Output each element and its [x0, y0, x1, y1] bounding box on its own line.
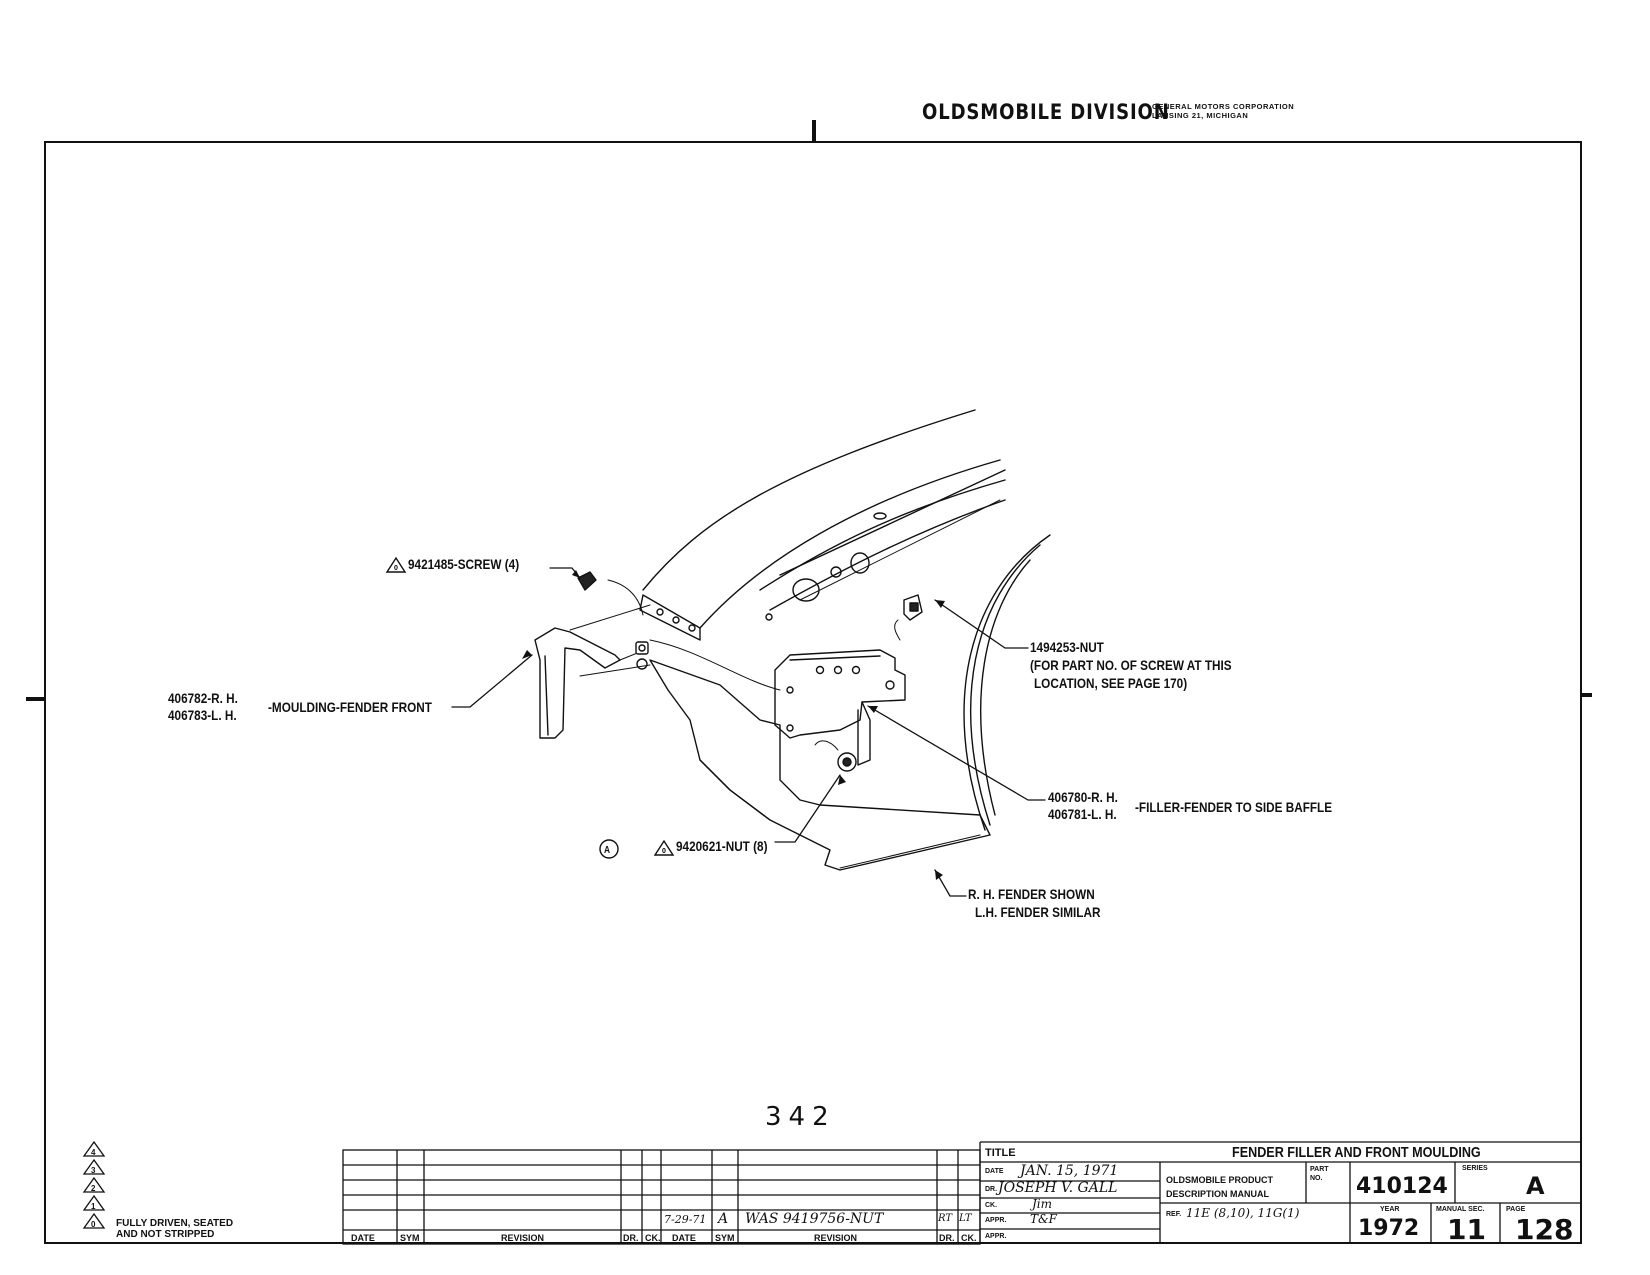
- wheel-opening-outer: [963, 534, 1051, 831]
- nut-9420621: [837, 752, 857, 772]
- page-label: PAGE: [1506, 1206, 1526, 1213]
- rev-header-revision-1: REVISION: [501, 1233, 545, 1243]
- title-label: TITLE: [985, 1147, 1016, 1159]
- callout-nut-bottom: 9420621-NUT (8): [676, 838, 768, 854]
- rev-header-dr-1: DR.: [623, 1233, 639, 1243]
- svg-text:0: 0: [662, 848, 666, 855]
- manual-line-1: OLDSMOBILE PRODUCT: [1166, 1175, 1273, 1185]
- legend-number-0: 0: [91, 1220, 96, 1229]
- part-number: 410124: [1356, 1174, 1448, 1199]
- triangle-symbol-nut: [653, 839, 675, 856]
- rev-header-sym-1: SYM: [400, 1233, 420, 1243]
- callout-filler-rh: 406780-R. H.: [1048, 789, 1118, 805]
- rev-header-dr-2: DR.: [939, 1233, 955, 1243]
- drawing-title: FENDER FILLER AND FRONT MOULDING: [1232, 1144, 1481, 1161]
- corp-line-2: LANSING 21, MICHIGAN: [1152, 111, 1249, 120]
- ref-value: 11E (8,10), 11G(1): [1186, 1206, 1300, 1220]
- callout-moulding-desc: -MOULDING-FENDER FRONT: [268, 699, 432, 715]
- manual-line-2: DESCRIPTION MANUAL: [1166, 1189, 1269, 1199]
- date-label: DATE: [985, 1168, 1004, 1175]
- dr-label: DR.: [985, 1186, 998, 1193]
- callout-nut-top-note-2: LOCATION, SEE PAGE 170): [1034, 675, 1188, 691]
- series-label: SERIES: [1462, 1165, 1488, 1172]
- rev-entry-date: 7-29-71: [664, 1213, 707, 1226]
- rev-entry-sym: A: [718, 1211, 729, 1227]
- drawing-date: JAN. 15, 1971: [1020, 1163, 1119, 1179]
- manual-sec-label: MANUAL SEC.: [1436, 1206, 1485, 1213]
- year-value: 1972: [1358, 1216, 1420, 1241]
- svg-text:0: 0: [394, 565, 398, 572]
- frame-tick-top: [812, 120, 816, 142]
- appr2-label: APPR.: [985, 1233, 1007, 1240]
- rev-entry-dr: RT: [938, 1213, 953, 1224]
- frame-tick-left: [26, 697, 44, 701]
- legend-note-line-2: AND NOT STRIPPED: [116, 1229, 215, 1240]
- legend-number-2: 2: [91, 1184, 96, 1193]
- ref-label: REF.: [1166, 1211, 1182, 1218]
- circle-ref-a: [599, 839, 619, 859]
- rev-header-ck-2: CK.: [961, 1233, 977, 1243]
- fender-inner-panel-edge: [699, 459, 1001, 629]
- callout-filler-desc: -FILLER-FENDER TO SIDE BAFFLE: [1135, 799, 1333, 815]
- rev-header-date-1: DATE: [351, 1233, 375, 1243]
- nut-upper: [635, 641, 649, 655]
- page-value: 128: [1515, 1213, 1574, 1246]
- approver-initials: T&F: [1030, 1212, 1058, 1226]
- frame-tick-right: [1582, 693, 1592, 697]
- corp-line-1: GENERAL MOTORS CORPORATION: [1152, 102, 1295, 111]
- appr-label: APPR.: [985, 1217, 1007, 1224]
- legend-note: FULLY DRIVEN, SEATED AND NOT STRIPPED: [116, 1218, 233, 1240]
- rev-header-revision-2: REVISION: [814, 1233, 858, 1243]
- fender-lower-body: [649, 659, 991, 871]
- part-no-label: PART NO.: [1310, 1166, 1329, 1182]
- screw-4: [577, 571, 597, 591]
- callout-screw: 9421485-SCREW (4): [408, 556, 520, 572]
- series-value: A: [1526, 1172, 1545, 1200]
- legend-number-1: 1: [91, 1202, 96, 1211]
- triangle-symbol-screw: [385, 556, 407, 573]
- legend-number-4: 4: [91, 1148, 96, 1157]
- callout-moulding-rh: 406782-R. H.: [168, 690, 238, 706]
- callout-filler-lh: 406781-L. H.: [1048, 806, 1117, 822]
- callout-moulding-lh: 406783-L. H.: [168, 707, 237, 723]
- callout-nut-top-note-1: (FOR PART NO. OF SCREW AT THIS: [1030, 657, 1232, 673]
- filler-fender-baffle: [774, 649, 906, 739]
- rev-header-date-2: DATE: [672, 1233, 696, 1243]
- manual-sec-value: 11: [1447, 1213, 1486, 1246]
- fender-upper-edge: [642, 409, 976, 591]
- nut-1494253: [903, 594, 923, 621]
- callout-fender-note-1: R. H. FENDER SHOWN: [968, 886, 1095, 902]
- legend-note-line-1: FULLY DRIVEN, SEATED: [116, 1218, 234, 1229]
- rev-entry-revision: WAS 9419756-NUT: [745, 1211, 884, 1227]
- callout-ref-a: A: [604, 845, 611, 856]
- division-title: OLDSMOBILE DIVISION: [922, 100, 1170, 124]
- legend-triangles: [82, 1140, 106, 1229]
- callout-nut-top: 1494253-NUT: [1030, 639, 1104, 655]
- corporation-address: GENERAL MOTORS CORPORATION LANSING 21, M…: [1152, 102, 1294, 120]
- drawing-frame: [44, 141, 1582, 1244]
- drafter-name: JOSEPH V. GALL: [998, 1180, 1118, 1196]
- year-label: YEAR: [1380, 1206, 1400, 1213]
- rev-header-sym-2: SYM: [715, 1233, 735, 1243]
- callout-fender-note-2: L.H. FENDER SIMILAR: [975, 904, 1101, 920]
- rev-header-ck-1: CK.: [645, 1233, 661, 1243]
- legend-number-3: 3: [91, 1166, 96, 1175]
- sheet-number: 342: [765, 1102, 836, 1132]
- checker-initials: Jim: [1032, 1197, 1053, 1211]
- rev-entry-ck: LT: [959, 1213, 972, 1224]
- ck-label: CK.: [985, 1202, 998, 1209]
- moulding-fender-front: [534, 627, 621, 739]
